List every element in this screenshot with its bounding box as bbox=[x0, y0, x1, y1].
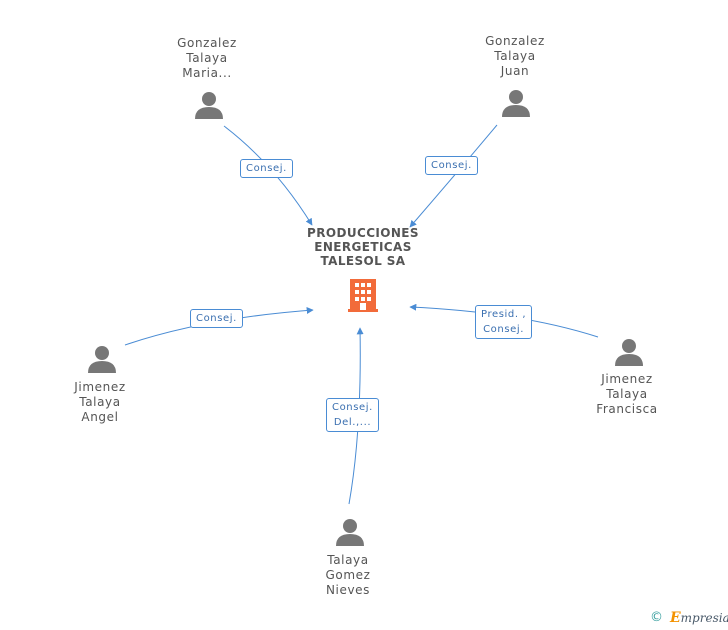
empresia-logo[interactable]: Empresia bbox=[670, 610, 728, 626]
person-name-p4[interactable]: Jimenez Talaya Francisca bbox=[596, 372, 658, 416]
edge-label-p3[interactable]: Consej. bbox=[190, 309, 243, 328]
brand-initial: E bbox=[670, 610, 681, 626]
copyright-icon: © bbox=[650, 610, 663, 625]
person-name-p5[interactable]: Talaya Gomez Nieves bbox=[325, 553, 371, 597]
person-icon[interactable] bbox=[336, 519, 364, 546]
edge-label-p5[interactable]: Consej. Del.,... bbox=[326, 398, 379, 432]
person-icon[interactable] bbox=[502, 90, 530, 117]
company-name[interactable]: PRODUCCIONES ENERGETICAS TALESOL SA bbox=[307, 226, 419, 268]
edge-label-p1[interactable]: Consej. bbox=[240, 159, 293, 178]
person-icon[interactable] bbox=[615, 339, 643, 366]
edge-line-p2 bbox=[409, 124, 498, 228]
edge-label-p2[interactable]: Consej. bbox=[425, 156, 478, 175]
person-icon[interactable] bbox=[195, 92, 223, 119]
brand-rest: mpresia bbox=[680, 611, 728, 625]
edge-label-p4[interactable]: Presid. , Consej. bbox=[475, 305, 533, 339]
person-name-p3[interactable]: Jimenez Talaya Angel bbox=[74, 380, 126, 424]
person-name-p2[interactable]: Gonzalez Talaya Juan bbox=[485, 34, 545, 78]
person-icon[interactable] bbox=[88, 346, 116, 373]
person-name-p1[interactable]: Gonzalez Talaya Maria... bbox=[177, 36, 237, 80]
building-icon[interactable] bbox=[348, 279, 378, 312]
